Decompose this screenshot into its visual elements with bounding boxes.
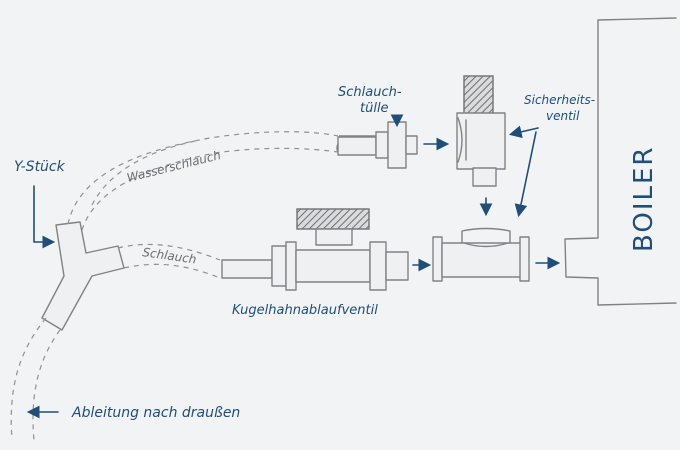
ball-valve [221, 208, 409, 291]
label-sicherheitsventil-1: Sicherheits- [524, 93, 595, 107]
schlauch-hose-lower [123, 263, 221, 279]
label-sicherheitsventil-2: ventil [546, 109, 580, 123]
ball-valve-handle [296, 208, 370, 230]
label-schlauchtuelle-2: tülle [360, 101, 389, 116]
boiler-outline [564, 17, 677, 306]
pointer-sicherheitsventil-a [508, 125, 539, 139]
safety-valve [456, 75, 506, 187]
schlauch-hose [117, 243, 221, 261]
label-schlauch: Schlauch [142, 245, 198, 266]
wasserschlauch-hose-outer [81, 147, 339, 231]
t-piece [432, 227, 530, 282]
boiler-label: BOILER [629, 146, 659, 253]
label-kugelhahn: Kugelhahnablaufventil [232, 303, 378, 318]
safety-valve-handle [463, 75, 494, 115]
label-schlauchtuelle-1: Schlauch- [338, 85, 402, 100]
drain-hose-outer [10, 317, 47, 441]
label-ableitung: Ableitung nach draußen [71, 405, 240, 421]
label-wasserschlauch: Wasserschlauch [125, 148, 222, 185]
y-piece [41, 221, 125, 331]
y-branch-upper-hose [91, 139, 201, 206]
pointer-y-stueck [33, 185, 56, 249]
drain-hose-inner [32, 329, 61, 441]
pointer-sicherheitsventil-b [514, 131, 537, 218]
label-y-stueck: Y-Stück [14, 159, 66, 175]
hose-nozzle [336, 121, 418, 169]
